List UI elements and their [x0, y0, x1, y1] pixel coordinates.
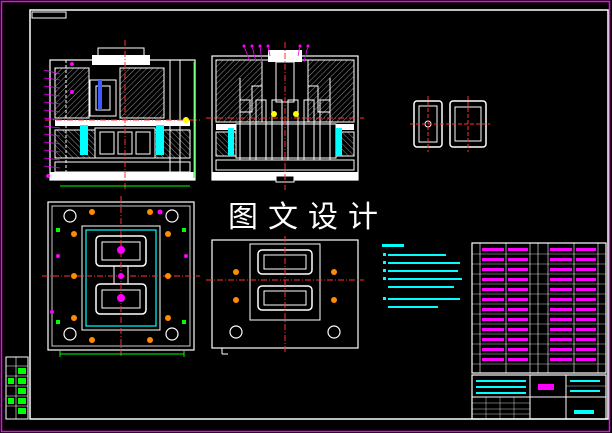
front-section-view: [43, 40, 200, 190]
plan-view-moving-half: [42, 196, 200, 357]
side-section-view: [206, 42, 364, 190]
plan-view-fixed-half: [206, 236, 364, 355]
corner-mark: [31, 11, 67, 19]
technical-notes: [382, 244, 462, 308]
revision-strip: [5, 356, 29, 420]
title-block: [471, 374, 607, 420]
parts-list-table: [471, 242, 607, 374]
watermark-title: 图文设计: [228, 200, 388, 235]
cavity-insert-detail: [410, 96, 490, 152]
sheet-inner-frame: [29, 9, 609, 420]
